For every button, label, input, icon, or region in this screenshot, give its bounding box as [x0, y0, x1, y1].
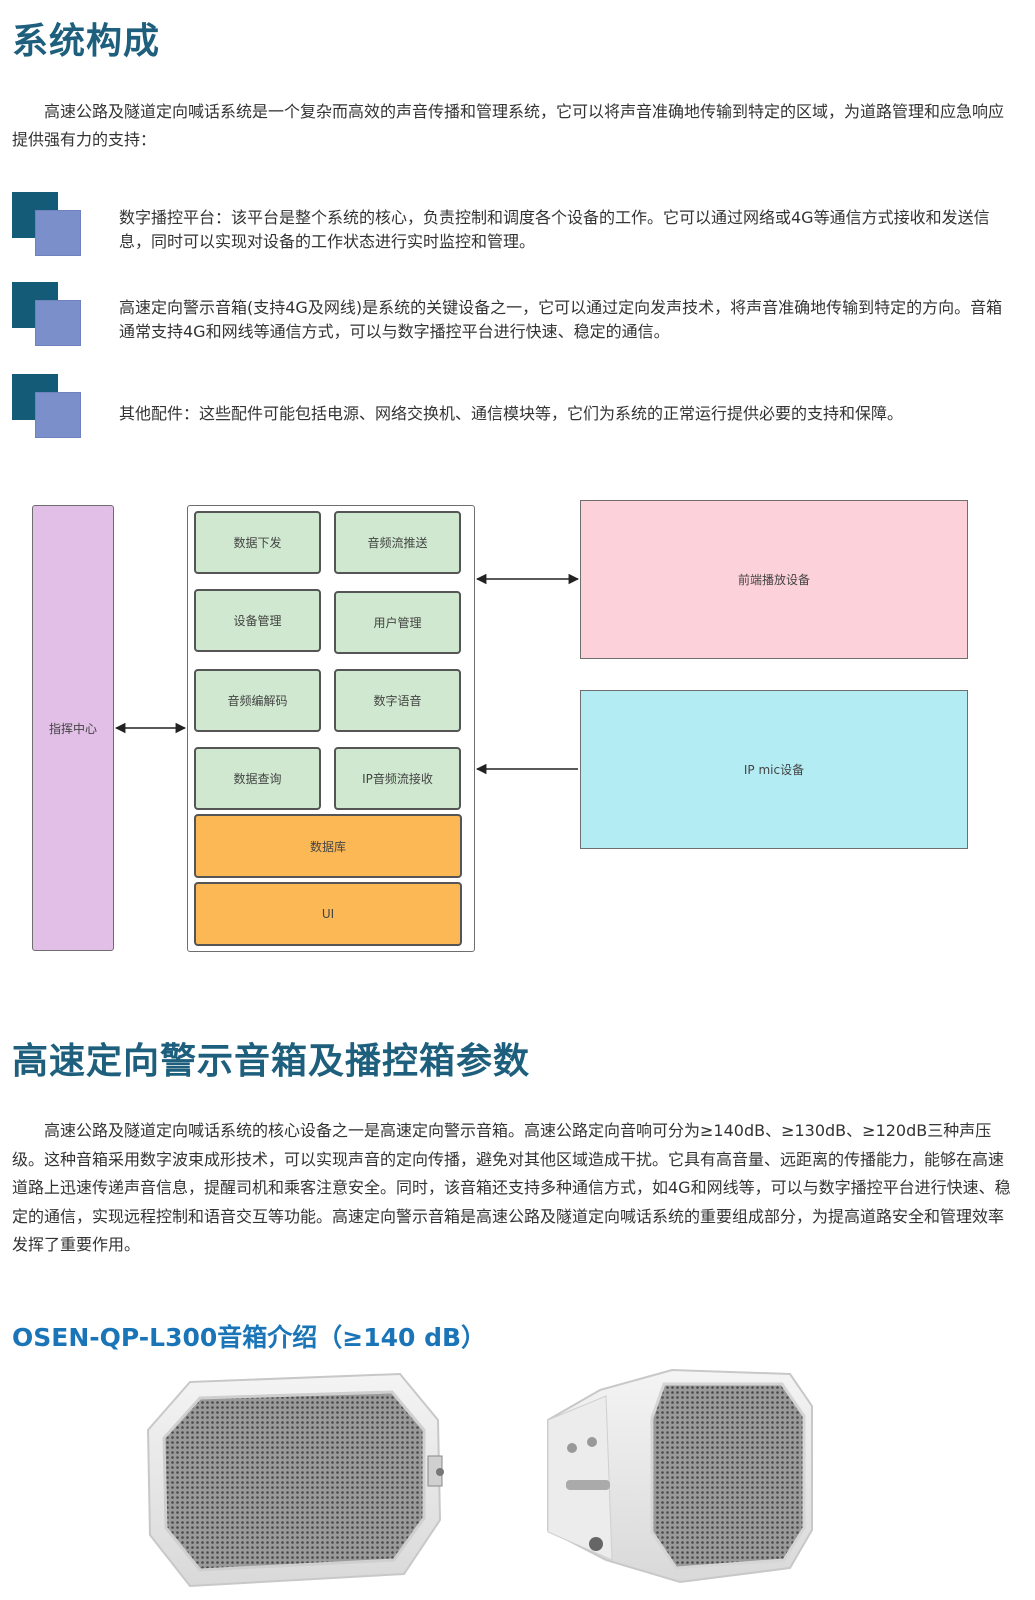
feature-text: 其他配件：这些配件可能包括电源、网络交换机、通信模块等，它们为系统的正常运行提供…	[119, 404, 904, 423]
module-ip-audio-receive: IP音频流接收	[334, 747, 461, 810]
product-title: OSEN-QP-L300音箱介绍（≥140 dB）	[12, 1323, 487, 1352]
speaker-product-photos	[146, 1368, 813, 1588]
module-data-query: 数据查询	[194, 747, 321, 810]
speaker-intro-paragraph: 高速公路及隧道定向喊话系统的核心设备之一是高速定向警示音箱。高速公路定向音响可分…	[12, 1121, 1011, 1254]
feature-text: 高速定向警示音箱(支持4G及网线)是系统的关键设备之一，它可以通过定向发声技术，…	[119, 298, 1003, 341]
ip-mic-device-box: IP mic设备	[580, 690, 968, 849]
feature-text: 数字播控平台：该平台是整个系统的核心，负责控制和调度各个设备的工作。它可以通过网…	[119, 208, 990, 251]
feature-item: 数字播控平台：该平台是整个系统的核心，负责控制和调度各个设备的工作。它可以通过网…	[12, 192, 1022, 258]
feature-item: 其他配件：这些配件可能包括电源、网络交换机、通信模块等，它们为系统的正常运行提供…	[12, 374, 1022, 440]
module-user-management: 用户管理	[334, 591, 461, 654]
module-digital-voice: 数字语音	[334, 669, 461, 732]
module-device-management: 设备管理	[194, 589, 321, 652]
feature-item: 高速定向警示音箱(支持4G及网线)是系统的关键设备之一，它可以通过定向发声技术，…	[12, 282, 1022, 348]
section-title-speaker-params: 高速定向警示音箱及播控箱参数	[12, 1041, 531, 1082]
stacked-squares-icon	[12, 282, 82, 348]
front-playback-device-box: 前端播放设备	[580, 500, 968, 659]
speaker-photo-angled	[547, 1368, 813, 1584]
database-box: 数据库	[194, 814, 462, 878]
section-title-system: 系统构成	[12, 21, 161, 62]
diagram-arrows	[114, 573, 580, 775]
platform-container: 数据下发 音频流推送 设备管理 用户管理 音频编解码 数字语音 数据查询 IP音…	[187, 505, 475, 952]
module-audio-stream-push: 音频流推送	[334, 511, 461, 574]
system-intro-paragraph: 高速公路及隧道定向喊话系统是一个复杂而高效的声音传播和管理系统，它可以将声音准确…	[12, 102, 1005, 149]
ui-box: UI	[194, 882, 462, 946]
speaker-photo-front	[146, 1372, 444, 1588]
system-architecture-diagram: 指挥中心 数据下发 音频流推送 设备管理 用户管理 音频编解码 数字语音 数据查…	[0, 490, 1035, 960]
stacked-squares-icon	[12, 192, 82, 258]
stacked-squares-icon	[12, 374, 82, 440]
command-center-box: 指挥中心	[32, 505, 114, 951]
module-data-dispatch: 数据下发	[194, 511, 321, 574]
module-audio-codec: 音频编解码	[194, 669, 321, 732]
